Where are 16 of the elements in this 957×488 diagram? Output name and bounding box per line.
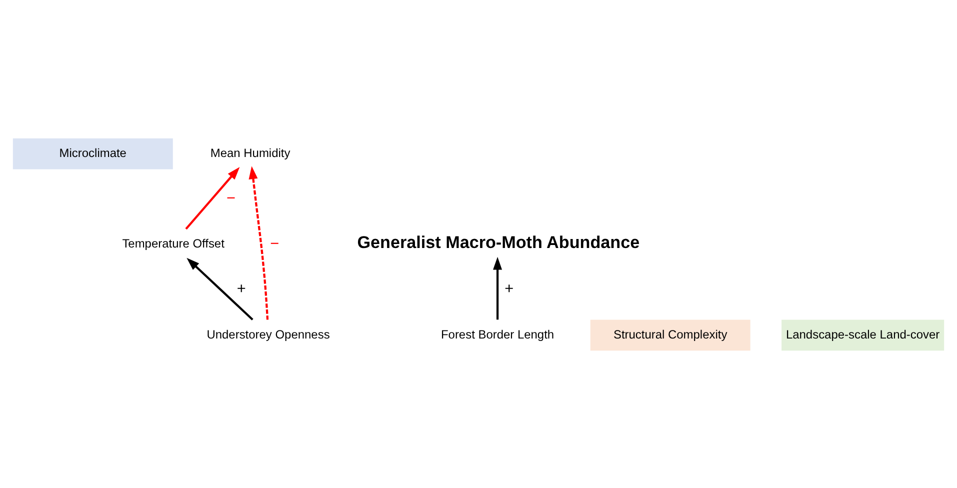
node-text: Temperature Offset [122, 236, 224, 250]
arrow [493, 256, 502, 320]
edge-label: + [504, 280, 514, 298]
node-text: Forest Border Length [440, 326, 554, 341]
node-text: Generalist Macro-Moth Abundance [357, 232, 640, 252]
arrow [248, 166, 269, 320]
arrow [186, 257, 254, 320]
node-text: Mean Humidity [210, 145, 290, 160]
node-box: Landscape-scale Land-cover [782, 319, 944, 350]
edge-label: + [236, 280, 246, 298]
edge-label: − [226, 189, 236, 206]
arrow [185, 166, 240, 230]
edge-label: − [270, 234, 280, 252]
node-box: Microclimate [12, 138, 173, 169]
node-text: Understorey Openness [206, 326, 330, 341]
node-box: Structural Complexity [590, 319, 750, 350]
